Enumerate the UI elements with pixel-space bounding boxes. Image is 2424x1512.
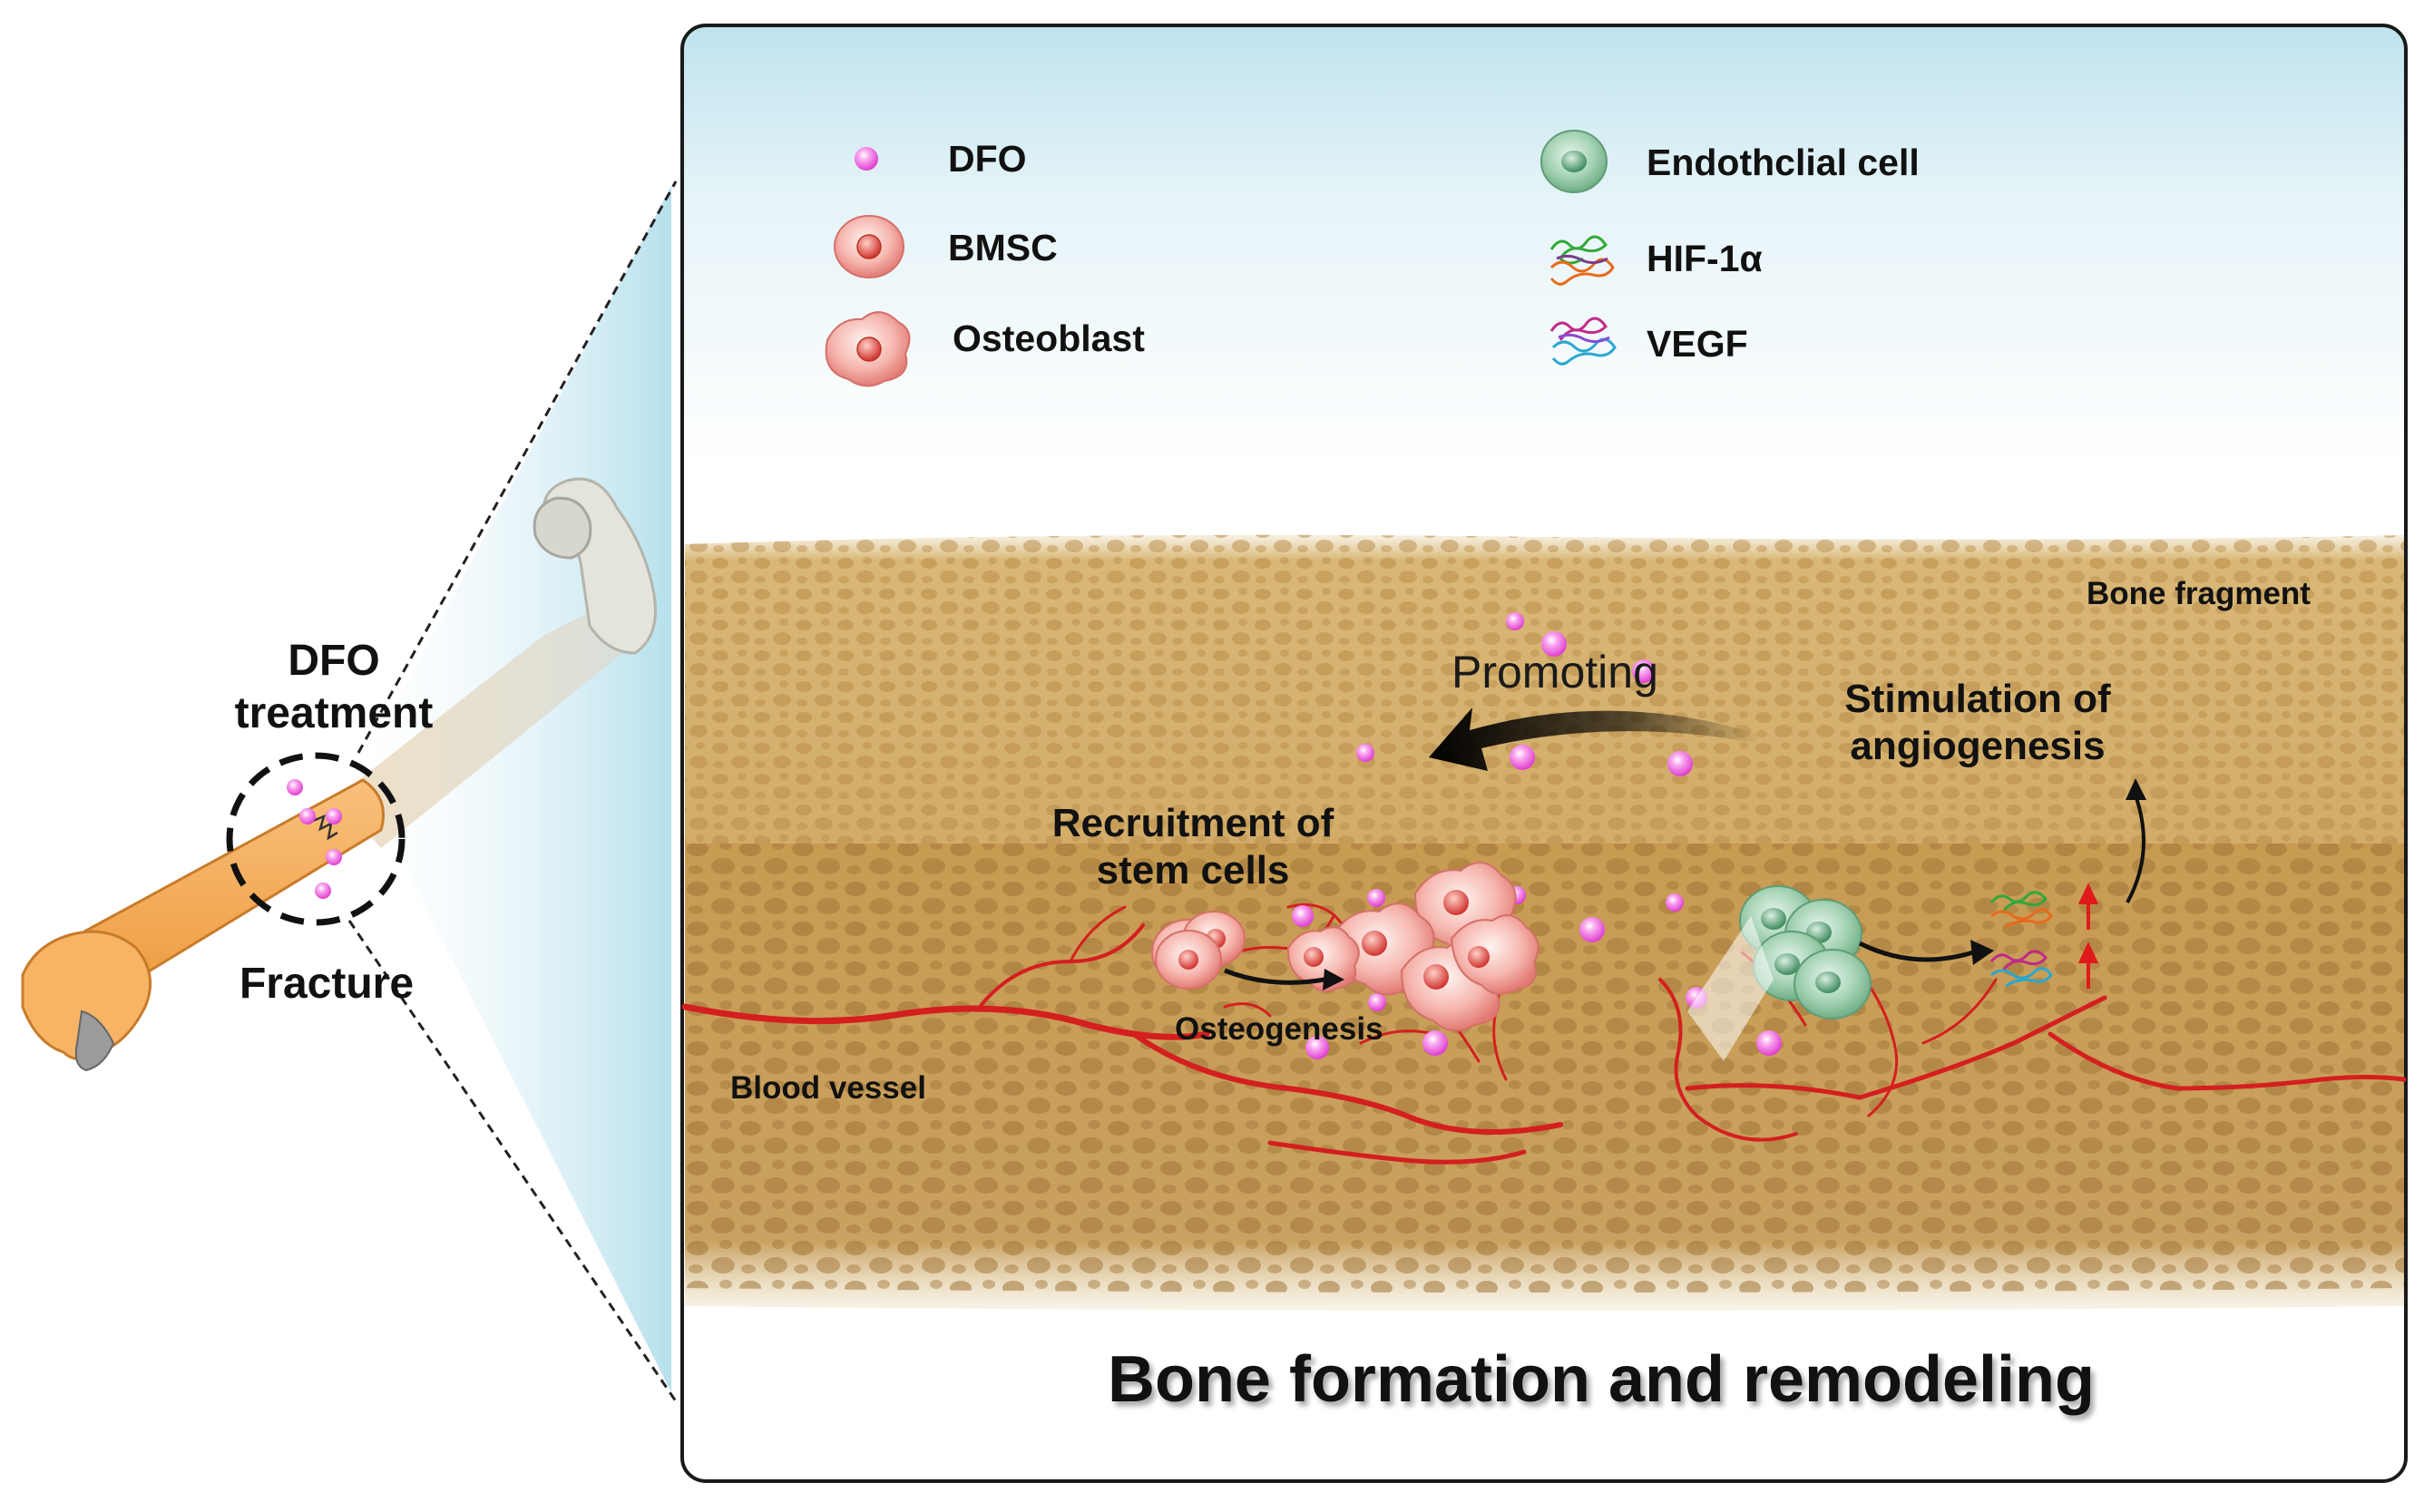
legend-vegf-protein-icon <box>1549 317 1617 366</box>
protein-arrow <box>1858 940 1994 965</box>
fracture-label: Fracture <box>239 960 415 1008</box>
osteogenesis-arrow <box>1224 968 1344 990</box>
legend-endothelial-label: Endothclial cell <box>1647 141 1920 183</box>
fracture-circle <box>226 752 406 926</box>
scene-vegf-protein <box>1989 950 2053 988</box>
legend-dfo-particle-icon <box>855 147 878 171</box>
legend-bmsc-label: BMSC <box>948 227 1058 268</box>
zoom-line-top <box>357 180 678 754</box>
legend-bmsc-cell-icon <box>834 215 904 278</box>
bone-dfo-dots <box>287 779 342 899</box>
legend-vegf-label: VEGF <box>1647 323 1748 365</box>
dfo-treatment-label: DFO treatment <box>234 637 434 737</box>
stimulation-label: Stimulation of angiogenesis <box>1844 677 2111 768</box>
stimulation-arrow <box>2126 778 2146 903</box>
scene-osteoblast-cluster <box>1286 862 1539 1032</box>
legend-hif1a-protein-icon <box>1549 235 1615 286</box>
upregulation-arrows <box>2077 883 2099 989</box>
osteogenesis-label: Osteogenesis <box>1175 1011 1383 1047</box>
promoting-label: Promoting <box>1451 647 1658 697</box>
blood-vessel-label: Blood vessel <box>730 1070 926 1106</box>
zoom-line-bottom <box>347 920 678 1402</box>
main-title: Bone formation and remodeling <box>1107 1343 2096 1416</box>
sprout-glow <box>1687 916 1774 1061</box>
bone-fragment-label: Bone fragment <box>2087 576 2311 611</box>
scene-hif1a-protein <box>1989 891 2053 929</box>
legend-endothelial-cell-icon <box>1540 130 1608 193</box>
legend-dfo-label: DFO <box>948 138 1027 180</box>
recruitment-label: Recruitment of stem cells <box>1051 801 1334 893</box>
scene-bmsc-cells <box>1151 911 1246 990</box>
femur-bone <box>21 477 657 1072</box>
promoting-arrow <box>1429 707 1760 771</box>
legend-hif1a-label: HIF-1α <box>1647 238 1763 279</box>
scene-endothelial-cluster <box>1739 885 1872 1019</box>
legend-osteoblast-label: Osteoblast <box>953 317 1145 359</box>
legend-osteoblast-cell-icon <box>825 311 911 387</box>
